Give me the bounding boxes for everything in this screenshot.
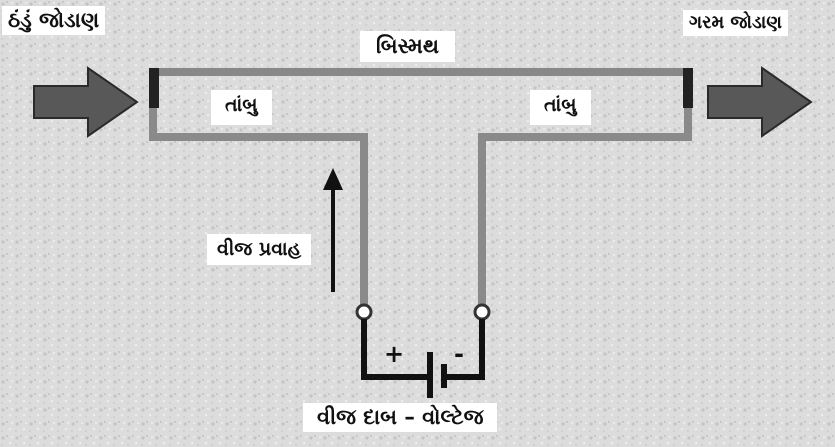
battery-lead-left	[361, 319, 428, 380]
copper-right-label: તાંબુ	[530, 90, 591, 125]
hot-junction-label: ગરમ જોડાણ	[683, 10, 788, 36]
plus-sign: +	[384, 340, 405, 368]
hot-junction-mark	[683, 68, 693, 108]
copper-left-label: તાંબુ	[211, 90, 272, 125]
cold-junction-mark	[149, 68, 159, 108]
current-flow-label: વીજ પ્રવાહ	[207, 234, 312, 265]
battery-short-plate	[441, 364, 447, 388]
bismuth-label: બિસ્મથ	[360, 31, 455, 62]
right-heat-arrow	[707, 66, 813, 138]
battery-long-plate	[427, 352, 433, 398]
voltage-label: વીજ દાબ – વોલ્ટેજ	[303, 403, 498, 432]
left-heat-arrow	[33, 66, 139, 138]
positive-terminal	[355, 303, 373, 321]
minus-sign: -	[454, 340, 464, 368]
battery-lead-right	[446, 319, 485, 380]
current-arrow-head	[323, 168, 343, 190]
negative-terminal	[473, 303, 491, 321]
cold-junction-label: ઠંડું જોડાણ	[2, 6, 106, 35]
